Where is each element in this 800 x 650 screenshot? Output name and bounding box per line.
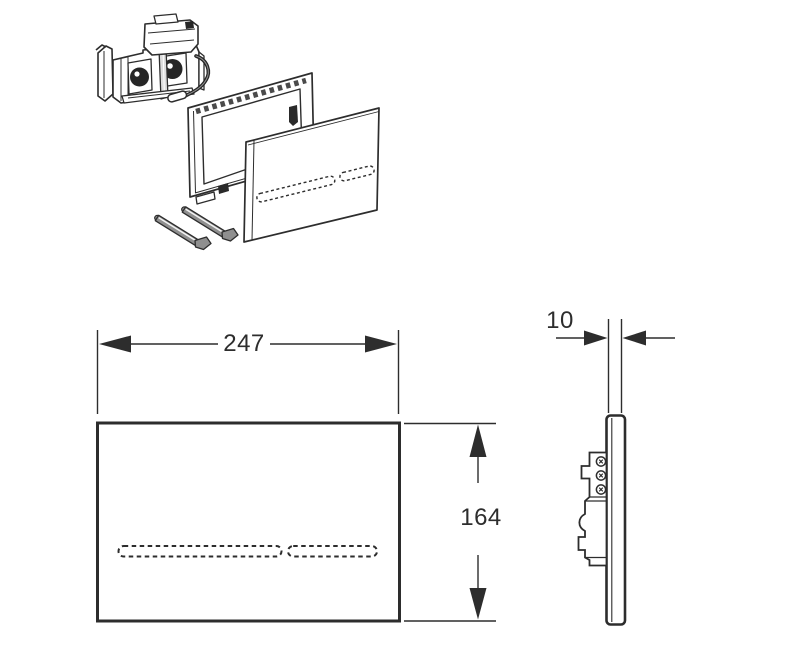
- clamping-bars: [154, 206, 239, 251]
- mechanism-bracket-hook: [95, 44, 107, 51]
- dimension-height-label: 164: [460, 504, 502, 531]
- arrowhead-up-icon: [469, 424, 487, 457]
- mechanism-bracket: [97, 45, 114, 102]
- clamping-bar: [181, 206, 239, 242]
- bar-highlight: [158, 216, 200, 244]
- actuator-wheel-left: [130, 67, 149, 87]
- arrowhead-down-icon: [469, 588, 487, 620]
- plate-cross-section: [605, 414, 627, 626]
- servo-box: [143, 19, 199, 56]
- servo-box-cap: [153, 13, 179, 25]
- frame-foot: [195, 191, 216, 205]
- arrowhead-left-icon: [99, 335, 131, 353]
- cable-connector: [167, 90, 188, 103]
- exploded-view: [95, 13, 380, 251]
- glass-plate-face: [243, 107, 380, 243]
- actuator-wheel-left-hub: [134, 71, 140, 77]
- servo-box-line: [149, 39, 195, 45]
- servo-box-line: [147, 28, 196, 34]
- side-view: [556, 319, 675, 626]
- mechanism-rail: [121, 87, 195, 104]
- actuator-wheel-right-hub: [167, 63, 173, 69]
- frame-clip-bottom: [218, 183, 229, 194]
- sensor-strip-right-exploded: [339, 165, 375, 182]
- bar-foot: [194, 236, 212, 251]
- mechanism-post-highlight: [162, 48, 165, 98]
- height-dimension: [404, 422, 496, 622]
- depth-dimension: [556, 319, 675, 413]
- cable-connector-body: [167, 90, 188, 103]
- clamping-bar: [154, 214, 212, 251]
- arrowhead-right-icon: [365, 335, 397, 353]
- mechanism-profile: [577, 451, 608, 567]
- glass-plate-left-thickness: [251, 140, 255, 241]
- screw: [595, 456, 607, 467]
- width-dimension: [96, 330, 400, 414]
- power-cable-highlight: [182, 55, 209, 98]
- arrowhead-left-icon: [622, 330, 646, 346]
- frame-clip-right: [289, 105, 298, 126]
- actuator-opening-left: [127, 58, 153, 95]
- servo-box-port: [185, 21, 194, 29]
- dimension-width-label: 247: [223, 330, 265, 357]
- screw: [595, 484, 607, 495]
- glass-plate-top-thickness: [247, 111, 380, 146]
- frame-slot-band: [195, 77, 307, 115]
- mechanism-profile-outline: [577, 451, 608, 567]
- mechanism-unit: [95, 13, 211, 104]
- sensor-strip-left: [117, 545, 283, 558]
- bar-foot: [221, 227, 239, 242]
- frame-left-edge-line: [193, 110, 196, 194]
- screw: [595, 470, 607, 481]
- dimension-depth-label: 10: [546, 307, 574, 334]
- sensor-strip-left-exploded: [256, 175, 336, 203]
- arrowhead-right-icon: [584, 330, 608, 346]
- glass-plate: [243, 107, 380, 243]
- front-view: [96, 330, 496, 623]
- bar-highlight: [185, 208, 227, 235]
- plate-outline: [96, 421, 401, 623]
